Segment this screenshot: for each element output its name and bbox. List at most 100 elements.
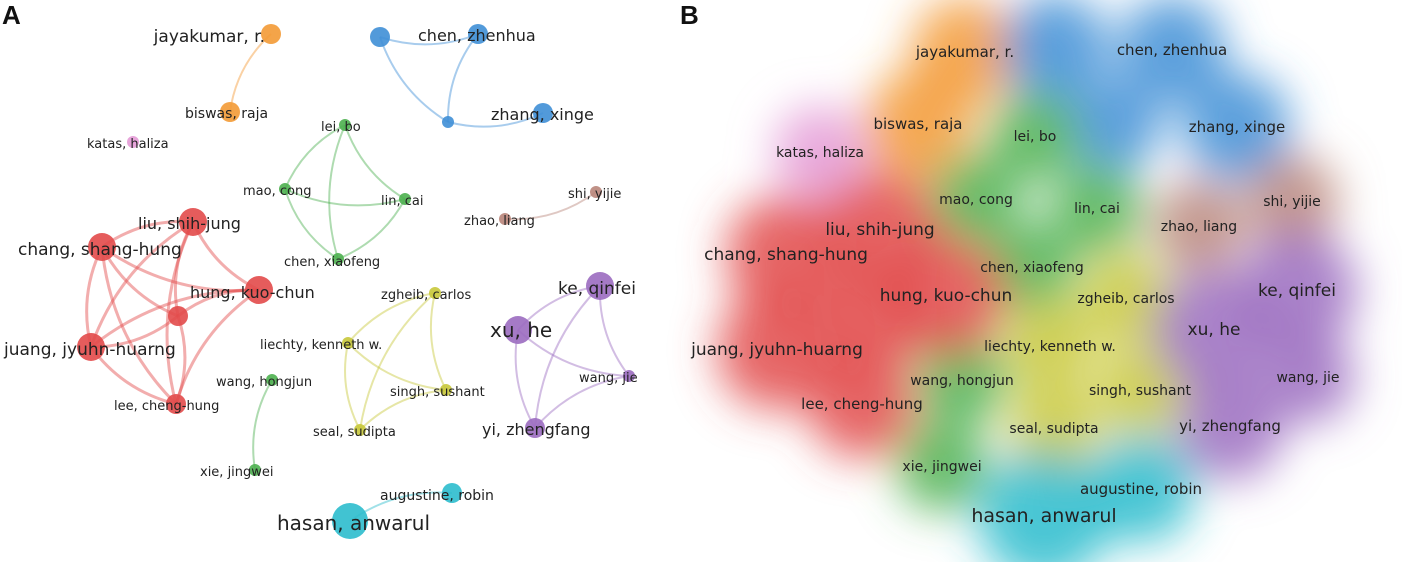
density-label-zgheib_carlos: zgheib, carlos [1077, 291, 1174, 307]
density-label-xie_jingwei: xie, jingwei [902, 459, 981, 475]
network-node-singh_sushant[interactable] [440, 384, 452, 396]
density-blob-mao_cong [930, 153, 1022, 245]
density-blob-wang_jie [1262, 331, 1354, 423]
network-link [447, 112, 544, 128]
network-node-chen_xiaofeng[interactable] [332, 253, 344, 265]
density-label-jayakumar: jayakumar, r. [915, 43, 1014, 61]
density-blob-katas [774, 106, 866, 198]
network-label-juang_jyuhnhuarng: juang, jyuhn-huarng [3, 340, 176, 360]
density-label-chen_zhenhua: chen, zhenhua [1117, 41, 1227, 59]
network-node-liu_shihjung[interactable] [179, 208, 207, 236]
network-label-xie_jingwei: xie, jingwei [200, 465, 274, 480]
density-label-wang_hongjun: wang, hongjun [910, 373, 1014, 389]
network-node-katas[interactable] [127, 136, 139, 148]
network-node-chen_zhenhua[interactable] [468, 24, 488, 44]
density-blob-lei_bo [989, 90, 1081, 182]
density-blob-lee_chenghung [808, 350, 916, 458]
network-label-lee_chenghung: lee, cheng-hung [114, 399, 219, 414]
network-label-singh_sushant: singh, sushant [390, 385, 485, 400]
density-label-yi_zhengfang: yi, zhengfang [1179, 417, 1281, 435]
density-label-hasan_anwarul: hasan, anwarul [971, 505, 1116, 527]
density-blob-augustine_robin [1087, 435, 1195, 543]
panel-letter-a: A [2, 0, 21, 30]
density-label-chen_xiaofeng: chen, xiaofeng [980, 260, 1084, 276]
density-label-liu_shihjung: liu, shih-jung [825, 220, 934, 240]
network-node-chang_shanghung[interactable] [88, 233, 116, 261]
network-node-wang_hongjun[interactable] [266, 374, 278, 386]
network-link [429, 292, 447, 391]
density-label-chang_shanghung: chang, shang-hung [704, 245, 868, 265]
network-link [337, 198, 406, 260]
density-label-xu_he: xu, he [1188, 320, 1241, 340]
network-node-wang_jie[interactable] [623, 370, 635, 382]
network-label-yi_zhengfang: yi, zhengfang [482, 420, 591, 439]
density-label-augustine_robin: augustine, robin [1080, 480, 1202, 498]
network-node-augustine_robin[interactable] [442, 483, 462, 503]
network-node-lee_chenghung[interactable] [166, 394, 186, 414]
network-label-augustine_robin: augustine, robin [380, 488, 494, 504]
network-label-liu_shihjung: liu, shih-jung [138, 214, 241, 233]
network-node-zgheib_carlos[interactable] [429, 287, 441, 299]
density-blob-chen_xiaofeng [986, 221, 1078, 313]
network-label-liechty_kenneth: liechty, kenneth w. [260, 338, 382, 353]
network-node-seal_sudipta[interactable] [354, 424, 366, 436]
density-blob-chen_zhenhua [1118, 0, 1226, 104]
network-node-zhao_liang[interactable] [499, 213, 511, 225]
network-node-shi_yijie[interactable] [590, 186, 602, 198]
network-label-chang_shanghung: chang, shang-hung [18, 240, 182, 260]
network-node-xu_he[interactable] [504, 316, 532, 344]
density-blob-juang_jyuhnhuarng [717, 290, 837, 410]
network-link [328, 124, 346, 260]
network-node-lin_cai[interactable] [399, 193, 411, 205]
network-label-hung_kuochun: hung, kuo-chun [190, 283, 315, 302]
density-label-katas: katas, haliza [776, 145, 864, 161]
network-label-lei_bo: lei, bo [321, 120, 361, 135]
network-link [347, 292, 436, 344]
density-blob-wang_hongjun [916, 334, 1008, 426]
density-blob-singh_sushant [1094, 344, 1186, 436]
density-blob-hasan_anwarul [978, 451, 1110, 562]
network-node-hung_kuochun[interactable] [245, 276, 273, 304]
network-node-ke_qinfei[interactable] [586, 272, 614, 300]
network-link [165, 221, 195, 405]
density-blob-yi_zhengfang [1176, 372, 1284, 480]
network-link [284, 188, 406, 207]
network-link [101, 245, 260, 293]
network-label-xu_he: xu, he [490, 318, 552, 342]
density-label-lee_chenghung: lee, cheng-hung [801, 395, 923, 413]
density-label-mao_cong: mao, cong [939, 192, 1013, 208]
network-node-zhang_xinge[interactable] [533, 103, 553, 123]
network-label-zhao_liang: zhao, liang [464, 214, 535, 229]
network-node-jayakumar[interactable] [261, 24, 281, 44]
density-blob-shi_yijie [1246, 155, 1338, 247]
network-link [252, 379, 273, 471]
network-link [359, 389, 447, 431]
network-node-xie_jingwei[interactable] [249, 464, 261, 476]
network-node-mao_cong[interactable] [279, 183, 291, 195]
network-link [284, 188, 339, 260]
network-label-chen_zhenhua: chen, zhenhua [418, 26, 536, 45]
network-label-ke_qinfei: ke, qinfei [558, 279, 636, 299]
network-link [359, 292, 436, 431]
network-link [89, 220, 194, 348]
density-label-liechty_kenneth: liechty, kenneth w. [984, 339, 1116, 355]
network-node-blue_small[interactable] [442, 116, 454, 128]
network-node-yi_zhengfang[interactable] [525, 418, 545, 438]
network-node-juang_jyuhnhuarng[interactable] [77, 333, 105, 361]
network-link [504, 191, 597, 221]
density-blob-chen_unnamed [1001, 0, 1109, 102]
network-node-chen_unnamed[interactable] [370, 27, 390, 47]
density-label-biswas: biswas, raja [873, 115, 962, 133]
density-label-lei_bo: lei, bo [1014, 129, 1057, 145]
network-node-lei_bo[interactable] [339, 119, 351, 131]
density-label-wang_jie: wang, jie [1276, 370, 1339, 386]
network-node-biswas[interactable] [220, 102, 240, 122]
network-node-hasan_anwarul[interactable] [332, 503, 368, 539]
density-blob-liechty_kenneth [1004, 300, 1096, 392]
density-blobs [717, 0, 1357, 562]
density-blob-blue_small [1069, 79, 1161, 171]
density-label-ke_qinfei: ke, qinfei [1258, 281, 1336, 301]
network-link [344, 124, 406, 200]
network-node-red_small[interactable] [168, 306, 188, 326]
network-node-liechty_kenneth[interactable] [342, 337, 354, 349]
